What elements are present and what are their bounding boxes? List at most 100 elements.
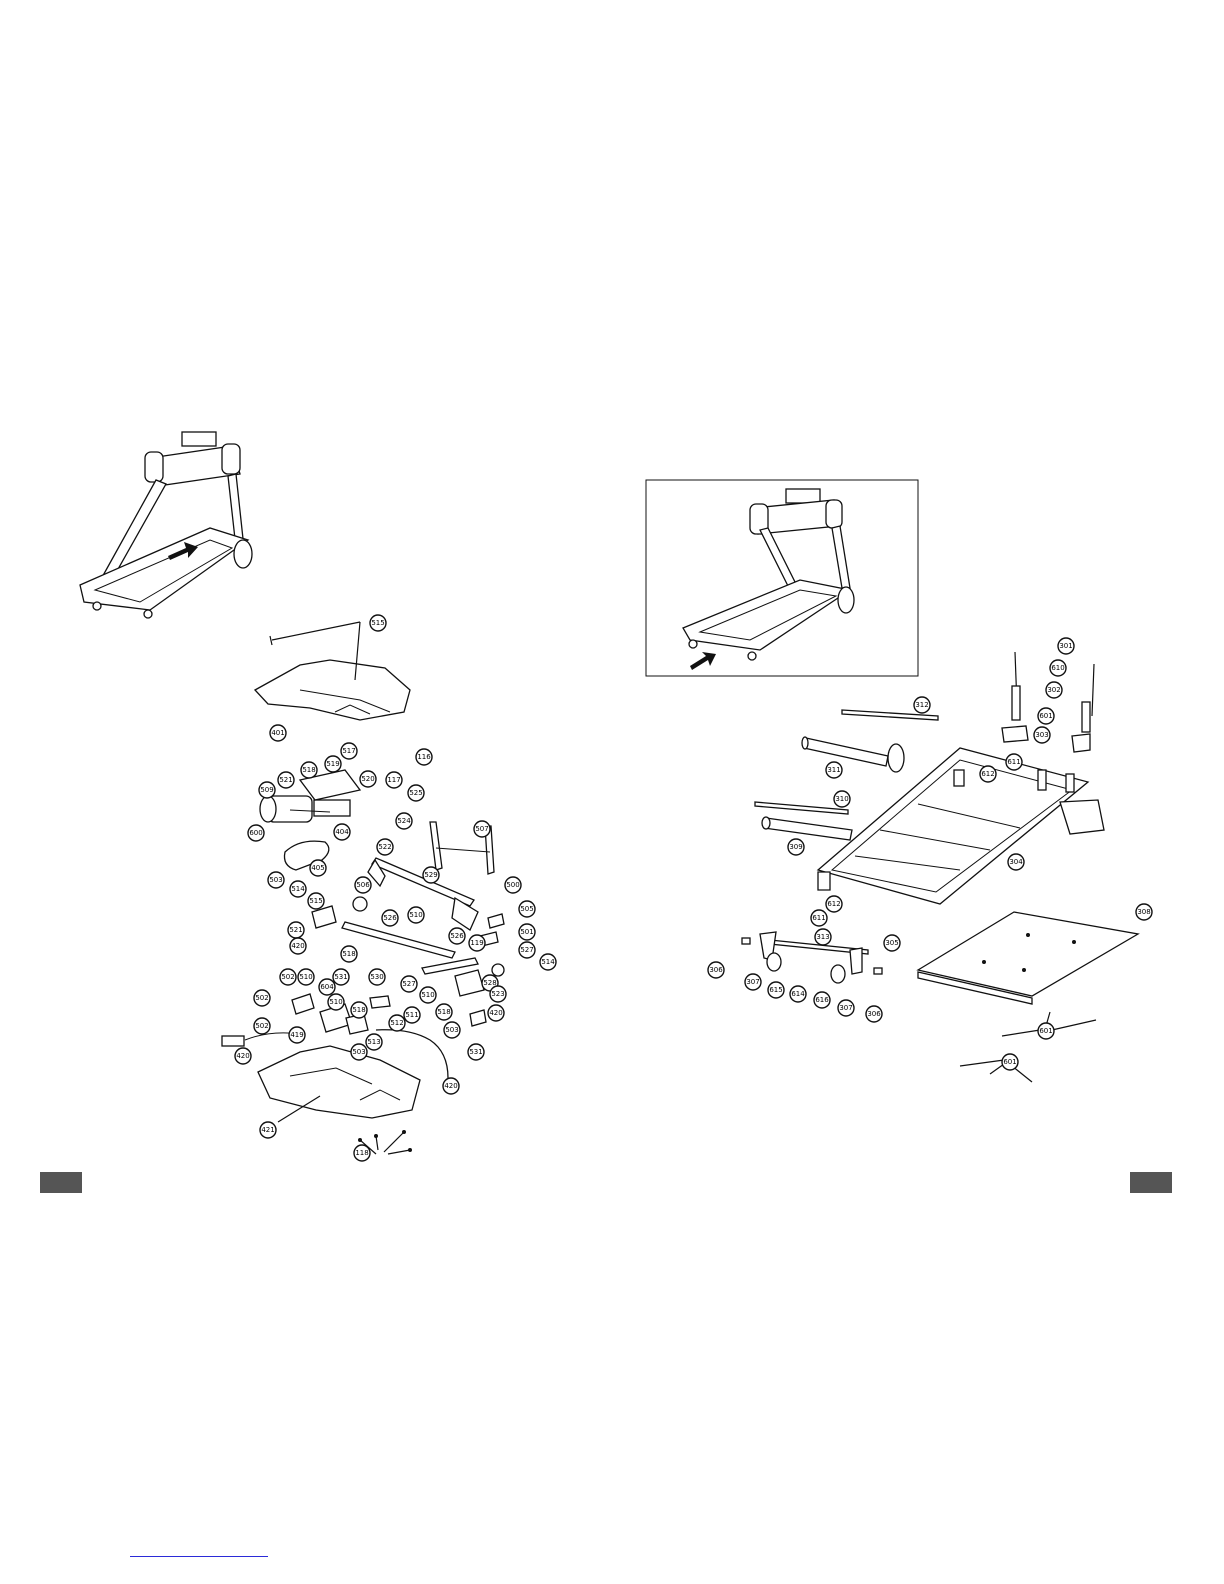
svg-text:515: 515: [371, 619, 384, 627]
svg-text:117: 117: [387, 776, 400, 784]
svg-text:604: 604: [320, 983, 334, 991]
svg-text:502: 502: [255, 994, 268, 1002]
callout-531b: 503: [443, 1021, 461, 1039]
footer-link[interactable]: [130, 1556, 268, 1557]
svg-text:518: 518: [342, 950, 355, 958]
svg-text:517: 517: [342, 747, 355, 755]
callout-511: 511: [403, 1006, 421, 1024]
svg-text:419: 419: [290, 1031, 303, 1039]
callout-510c: 510: [419, 986, 437, 1004]
svg-text:610: 610: [1051, 664, 1064, 672]
svg-text:306: 306: [867, 1010, 881, 1018]
callout-502b: 502: [253, 989, 271, 1007]
callout-118: 421: [259, 1121, 277, 1139]
svg-text:404: 404: [335, 828, 349, 836]
svg-text:420: 420: [291, 942, 304, 950]
upright-parts: [1001, 651, 1095, 753]
svg-text:306: 306: [709, 966, 723, 974]
callout-601rc: 601: [1001, 1053, 1019, 1071]
callout-306b: 306: [865, 1005, 883, 1023]
svg-text:401: 401: [271, 729, 284, 737]
svg-text:514: 514: [541, 958, 555, 966]
callout-525: 525: [407, 784, 425, 802]
svg-text:521: 521: [279, 776, 292, 784]
svg-text:421: 421: [261, 1126, 274, 1134]
callout-303: 303: [1033, 726, 1051, 744]
svg-text:308: 308: [1137, 908, 1150, 916]
rear-roller-part: [761, 816, 853, 841]
callout-502: 502: [279, 968, 297, 986]
svg-text:503: 503: [445, 1026, 458, 1034]
callout-405: 405: [309, 859, 327, 877]
svg-text:530: 530: [370, 973, 383, 981]
callout-419: 419: [288, 1026, 306, 1044]
svg-text:118: 118: [355, 1149, 368, 1157]
svg-text:420: 420: [444, 1082, 457, 1090]
callout-304: 304: [1007, 853, 1025, 871]
svg-text:501: 501: [520, 928, 533, 936]
svg-text:614: 614: [791, 990, 805, 998]
callout-615: 615: [767, 981, 785, 999]
callout-306: 306: [707, 961, 725, 979]
callout-515: 515: [369, 614, 387, 632]
callout-527b: 527: [518, 941, 536, 959]
svg-text:503: 503: [269, 876, 282, 884]
svg-text:313: 313: [816, 933, 829, 941]
svg-text:505: 505: [520, 905, 533, 913]
svg-text:307: 307: [746, 978, 759, 986]
callout-514: 514: [289, 880, 307, 898]
svg-text:523: 523: [491, 990, 504, 998]
callout-522: 522: [376, 838, 394, 856]
frame-bracket-part: [429, 821, 495, 875]
svg-text:500: 500: [506, 881, 519, 889]
callout-510d: 510: [327, 993, 345, 1011]
svg-text:616: 616: [815, 996, 829, 1004]
svg-text:520: 520: [361, 775, 374, 783]
svg-text:502: 502: [255, 1022, 268, 1030]
callout-501: 501: [518, 923, 536, 941]
callout-601: 118: [353, 1144, 371, 1162]
svg-text:512: 512: [390, 1019, 403, 1027]
callout-610: 610: [1049, 659, 1067, 677]
svg-text:510: 510: [299, 973, 312, 981]
svg-text:525: 525: [409, 789, 422, 797]
callout-526: 526: [381, 909, 399, 927]
svg-text:601: 601: [1039, 1027, 1052, 1035]
callout-531: 531: [332, 968, 350, 986]
callout-420: 420: [289, 937, 307, 955]
base-cover-part: [257, 1045, 421, 1123]
left-page-tab: [40, 1172, 82, 1193]
callout-401: 401: [269, 724, 287, 742]
svg-text:518: 518: [437, 1008, 450, 1016]
svg-text:302: 302: [1047, 686, 1060, 694]
callout-420b: 420: [487, 1004, 505, 1022]
svg-text:612: 612: [981, 770, 994, 778]
callout-521: 521: [277, 771, 295, 789]
callout-509: 509: [258, 781, 276, 799]
callout-505: 505: [518, 900, 536, 918]
callout-611: 611: [1005, 753, 1023, 771]
callout-514b: 514: [539, 953, 557, 971]
callout-404: 404: [333, 823, 351, 841]
callout-420c: 420: [234, 1047, 252, 1065]
lift-bar-part: [367, 857, 479, 931]
svg-text:524: 524: [397, 817, 411, 825]
svg-text:311: 311: [827, 766, 840, 774]
rear-wheel-assembly-part: [741, 931, 883, 984]
callout-523: 523: [489, 985, 507, 1003]
callout-116: 116: [415, 748, 433, 766]
callout-518: 518: [300, 761, 318, 779]
callout-600: 600: [247, 824, 265, 842]
right-overview-treadmill: [682, 488, 855, 670]
callout-527: 527: [400, 975, 418, 993]
callout-308: 308: [1135, 903, 1153, 921]
svg-text:514: 514: [291, 885, 305, 893]
callout-510b: 510: [297, 968, 315, 986]
svg-text:526: 526: [450, 932, 464, 940]
svg-text:510: 510: [329, 998, 342, 1006]
svg-text:615: 615: [769, 986, 782, 994]
svg-text:612: 612: [827, 900, 840, 908]
running-deck-part: [916, 911, 1140, 1005]
svg-text:531: 531: [469, 1048, 482, 1056]
